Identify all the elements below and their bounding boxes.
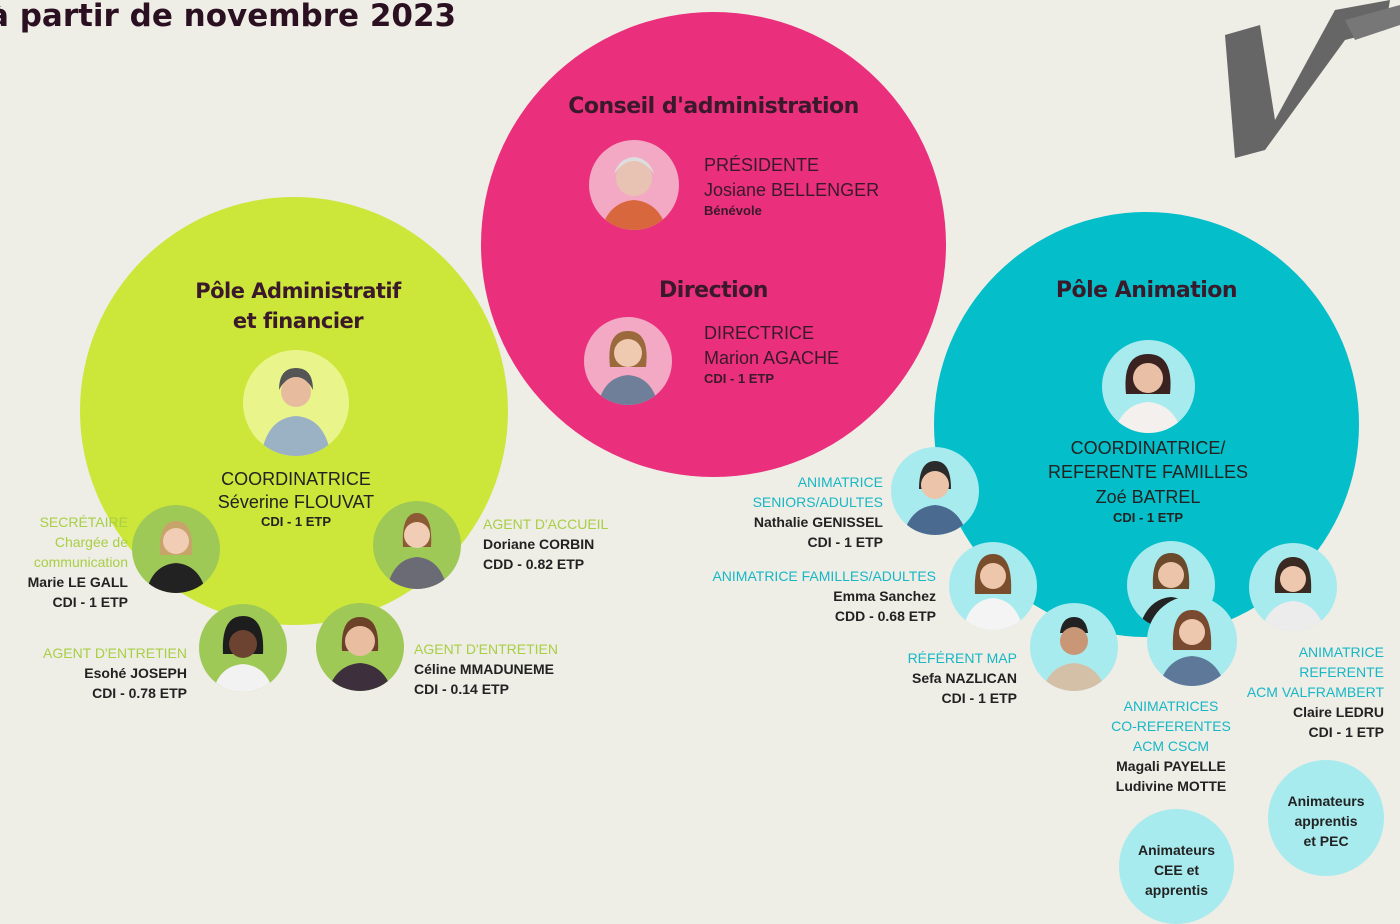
valframbert-status: CDI - 1 ETP [1308, 724, 1384, 740]
animation-coordinator-status: CDI - 1 ETP [1112, 510, 1184, 525]
council-title: Conseil d'administration [568, 94, 859, 119]
bubble-pec-line2: apprentis [1294, 813, 1358, 829]
admin-title-line1: Pôle Administratif [195, 279, 401, 303]
valframbert-name: Claire LEDRU [1292, 704, 1384, 720]
maintenance1-role: AGENT D'ENTRETIEN [43, 645, 187, 661]
valframbert-role3: ACM VALFRAMBERT [1246, 684, 1384, 700]
bubble-cee-line1: Animateurs [1137, 842, 1216, 858]
director-role: DIRECTRICE [704, 323, 815, 343]
map-name: Sefa NAZLICAN [911, 670, 1017, 686]
families-status: CDD - 0.68 ETP [834, 608, 936, 624]
reception-label: AGENT D'ACCUEIL Doriane CORBIN CDD - 0.8… [483, 514, 608, 574]
maintenance1-photo [199, 604, 287, 692]
secretary-photo [132, 505, 220, 593]
animation-coordinator-role1: COORDINATRICE/ [1070, 438, 1226, 458]
seniors-label: ANIMATRICE SENIORS/ADULTES Nathalie GENI… [700, 472, 883, 552]
secretary-role3: communication [33, 554, 128, 570]
map-role: RÉFÉRENT MAP [907, 650, 1017, 666]
bubble-cee-line3: apprentis [1144, 882, 1208, 898]
cscm-label: ANIMATRICES CO-REFERENTES ACM CSCM Magal… [1100, 696, 1242, 796]
seniors-photo [891, 447, 979, 535]
reception-photo [373, 501, 461, 589]
president-role: PRÉSIDENTE [704, 155, 820, 175]
secretary-role1: SECRÉTAIRE [39, 514, 128, 530]
maintenance2-name: Céline MMADUNEME [414, 661, 555, 677]
admin-coordinator-photo [243, 350, 349, 456]
director-status: CDI - 1 ETP [704, 371, 775, 386]
admin-coordinator-role: COORDINATRICE [221, 469, 371, 489]
president-label: PRÉSIDENTE Josiane BELLENGER Bénévole [704, 153, 879, 219]
secretary-label: SECRÉTAIRE Chargée de communication Mari… [0, 512, 128, 612]
maintenance1-label: AGENT D'ENTRETIEN Esohé JOSEPH CDI - 0.7… [0, 643, 187, 703]
valframbert-role1: ANIMATRICE [1298, 644, 1384, 660]
secretary-role2: Chargée de [54, 534, 128, 550]
map-status: CDI - 1 ETP [941, 690, 1017, 706]
cscm-name1: Magali PAYELLE [1116, 758, 1226, 774]
cscm-role1: ANIMATRICES [1123, 698, 1219, 714]
map-photo [1030, 603, 1118, 691]
president-name: Josiane BELLENGER [704, 180, 880, 200]
director-label: DIRECTRICE Marion AGACHE CDI - 1 ETP [704, 321, 839, 387]
reception-role: AGENT D'ACCUEIL [483, 516, 609, 532]
seniors-role2: SENIORS/ADULTES [752, 494, 883, 510]
valframbert-photo [1249, 543, 1337, 631]
seniors-status: CDI - 1 ETP [807, 534, 883, 550]
reception-name: Doriane CORBIN [483, 536, 595, 552]
council-circle [481, 12, 946, 477]
admin-coordinator-name: Séverine FLOUVAT [217, 492, 375, 512]
president-status: Bénévole [704, 203, 762, 218]
bubble-pec-line3: et PEC [1303, 833, 1349, 849]
cscm-role2: CO-REFERENTES [1111, 718, 1231, 734]
page-title: à partir de novembre 2023 [0, 0, 457, 34]
bubble-cee-line2: CEE et [1153, 862, 1200, 878]
animation-coordinator-name: Zoé BATREL [1095, 487, 1201, 507]
animation-coordinator-role2: REFERENTE FAMILLES [1047, 462, 1249, 482]
admin-coordinator-status: CDI - 1 ETP [260, 514, 332, 529]
director-photo [584, 317, 672, 405]
valframbert-label: ANIMATRICE REFERENTE ACM VALFRAMBERT Cla… [1220, 642, 1384, 742]
secretary-name: Marie LE GALL [27, 574, 128, 590]
admin-title: Pôle Administratif et financier [120, 276, 476, 336]
cscm-role3: ACM CSCM [1132, 738, 1210, 754]
animation-coordinator-photo [1102, 340, 1195, 433]
maintenance2-role: AGENT D'ENTRETIEN [414, 641, 558, 657]
bubble-pec-line1: Animateurs [1287, 793, 1365, 809]
admin-title-line2: et financier [232, 309, 364, 333]
admin-coordinator-label: COORDINATRICE Séverine FLOUVAT CDI - 1 E… [196, 468, 396, 530]
seniors-role1: ANIMATRICE [797, 474, 883, 490]
families-role: ANIMATRICE FAMILLES/ADULTES [712, 568, 936, 584]
animation-coordinator-label: COORDINATRICE/ REFERENTE FAMILLES Zoé BA… [1020, 436, 1276, 526]
bubble-pec-text: Animateurs apprentis et PEC [1268, 791, 1384, 851]
families-label: ANIMATRICE FAMILLES/ADULTES Emma Sanchez… [680, 566, 936, 626]
maintenance2-status: CDI - 0.14 ETP [414, 681, 509, 697]
secretary-status: CDI - 1 ETP [52, 594, 128, 610]
seniors-name: Nathalie GENISSEL [753, 514, 883, 530]
direction-title: Direction [659, 278, 768, 303]
cscm-name2: Ludivine MOTTE [1115, 778, 1227, 794]
map-label: RÉFÉRENT MAP Sefa NAZLICAN CDI - 1 ETP [860, 648, 1017, 708]
maintenance2-label: AGENT D'ENTRETIEN Céline MMADUNEME CDI -… [414, 639, 558, 699]
director-name: Marion AGACHE [704, 348, 840, 368]
animation-title: Pôle Animation [1055, 278, 1238, 303]
families-photo [949, 542, 1037, 630]
families-name: Emma Sanchez [833, 588, 936, 604]
president-photo [589, 140, 679, 230]
reception-status: CDD - 0.82 ETP [483, 556, 585, 572]
bubble-pec [1268, 760, 1384, 876]
logo-icon [1225, 0, 1400, 158]
maintenance2-photo [316, 603, 404, 691]
bubble-cee-text: Animateurs CEE et apprentis [1119, 840, 1234, 900]
cscm-photo-2 [1147, 596, 1237, 686]
bubble-cee [1119, 809, 1234, 924]
valframbert-role2: REFERENTE [1299, 664, 1384, 680]
maintenance1-status: CDI - 0.78 ETP [92, 685, 187, 701]
maintenance1-name: Esohé JOSEPH [84, 665, 187, 681]
